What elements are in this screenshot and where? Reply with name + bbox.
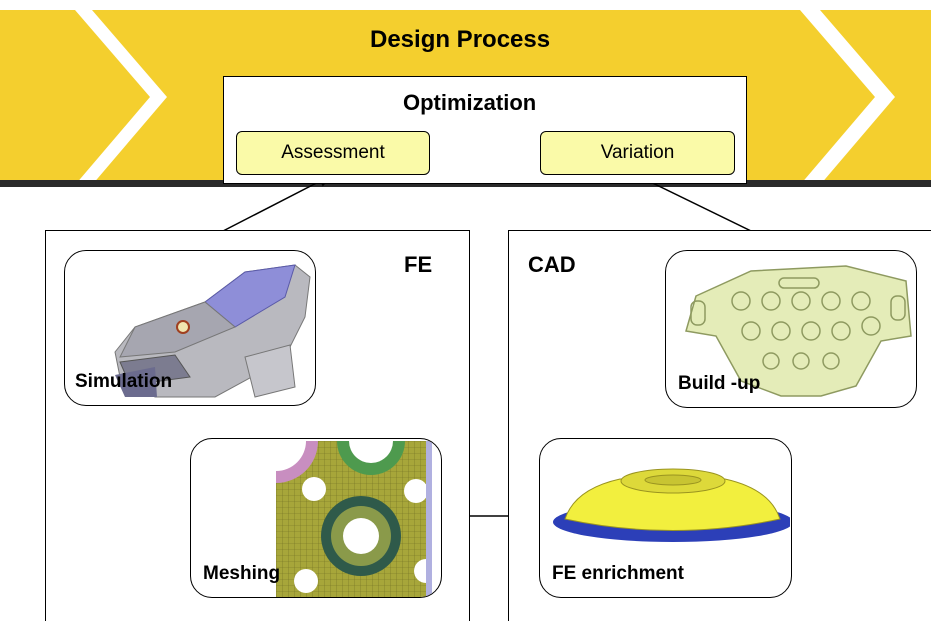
banner-chevron-right — [820, 10, 931, 185]
variation-box: Variation — [540, 131, 735, 175]
meshing-label: Meshing — [203, 563, 281, 584]
assessment-box: Assessment — [236, 131, 430, 175]
simulation-card: Simulation — [64, 250, 316, 406]
fe-mesh-closeup-image — [276, 441, 432, 597]
assessment-label: Assessment — [281, 142, 385, 163]
car-front-fe-model-image — [114, 264, 311, 398]
buildup-label: Build -up — [678, 373, 761, 394]
enrichment-card: FE enrichment — [539, 438, 792, 598]
cad-panel-label: CAD — [528, 252, 576, 277]
banner-title: Design Process — [370, 26, 551, 53]
fe-panel-label: FE — [404, 252, 433, 277]
banner-chevron-left — [0, 10, 150, 185]
optimization-title: Optimization — [403, 90, 537, 115]
buildup-card: Build -up — [665, 250, 917, 408]
panel-cad-model-image — [685, 265, 912, 397]
simulation-label: Simulation — [75, 371, 173, 392]
dome-part-model-image — [553, 468, 790, 542]
variation-label: Variation — [600, 142, 675, 163]
enrichment-label: FE enrichment — [552, 563, 684, 584]
meshing-card: Meshing — [190, 438, 442, 598]
